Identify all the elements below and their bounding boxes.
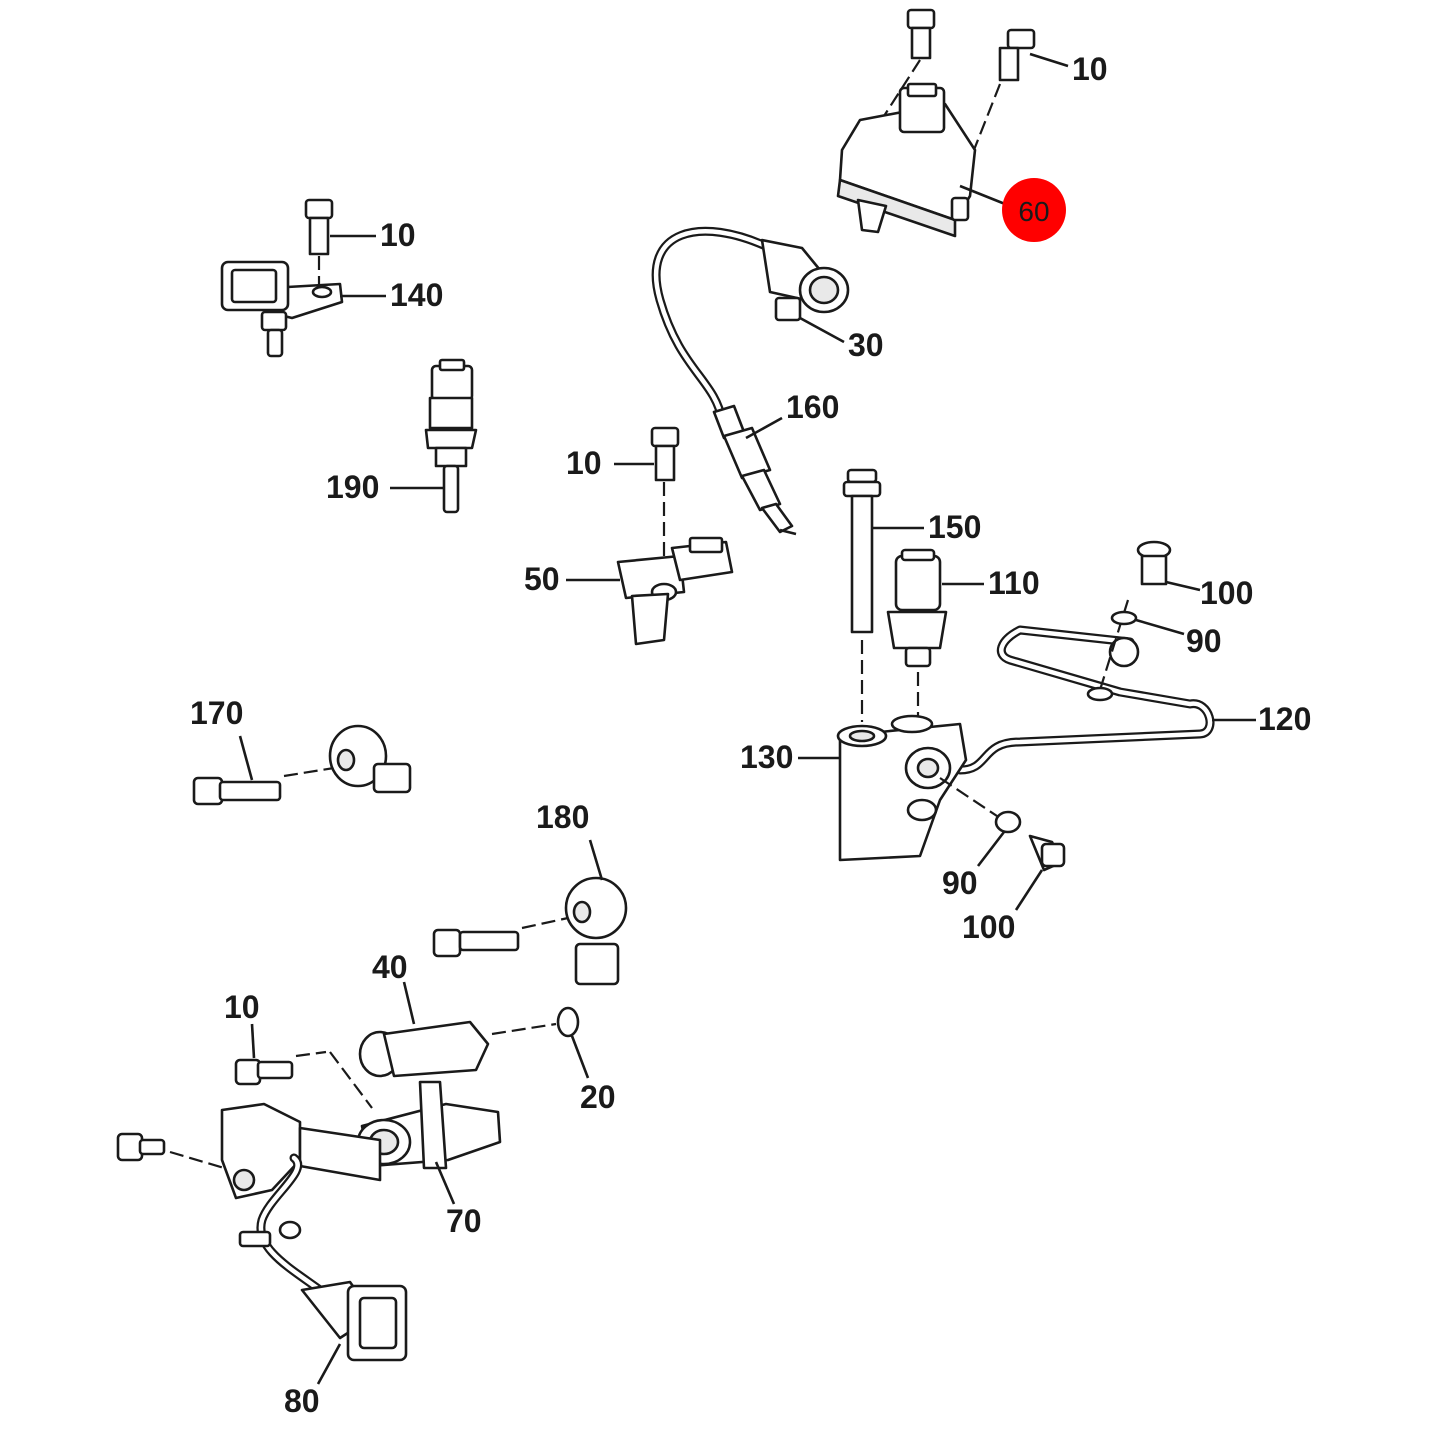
callout-150: 150 <box>928 509 981 545</box>
part-170-knock-sensor <box>192 724 412 806</box>
callout-70: 70 <box>446 1203 482 1239</box>
callout-100: 100 <box>962 909 1015 945</box>
callout-110: 110 <box>988 565 1040 601</box>
part-40-sensor <box>234 1006 580 1109</box>
part-130-block <box>836 625 1215 862</box>
callout-10: 10 <box>224 989 260 1025</box>
part-100-banjo-bolt-bottom <box>994 810 1066 872</box>
highlight-marker[interactable] <box>1002 178 1066 242</box>
callout-90: 90 <box>1186 623 1222 659</box>
part-60-sensor <box>836 8 1036 238</box>
callout-10: 10 <box>566 445 602 481</box>
callout-100: 100 <box>1200 575 1253 611</box>
part-100-banjo-bolt-top <box>1086 540 1172 702</box>
part-50-sensor <box>616 426 734 646</box>
part-110-sensor <box>886 548 948 720</box>
callout-140: 140 <box>390 277 443 313</box>
callout-30: 30 <box>848 327 884 363</box>
callout-60[interactable]: 60 <box>1018 196 1049 227</box>
part-80-sensor <box>116 1102 408 1362</box>
callout-10: 10 <box>380 217 416 253</box>
callout-160: 160 <box>786 389 839 425</box>
callout-20: 20 <box>580 1079 616 1115</box>
part-140-sensor <box>220 198 344 358</box>
part-70-sensor <box>356 1080 502 1170</box>
callout-50: 50 <box>524 561 560 597</box>
callout-80: 80 <box>284 1383 320 1419</box>
callout-40: 40 <box>372 949 408 985</box>
part-190-sensor <box>424 358 478 514</box>
callout-130: 130 <box>740 739 793 775</box>
callout-170: 170 <box>190 695 243 731</box>
callout-180: 180 <box>536 799 589 835</box>
callout-90: 90 <box>942 865 978 901</box>
callout-10: 10 <box>1072 51 1108 87</box>
part-150-bolt <box>842 468 882 722</box>
callout-120: 120 <box>1258 701 1311 737</box>
callout-190: 190 <box>326 469 379 505</box>
part-180-knock-sensor <box>432 876 628 986</box>
part-160-cable-sensor <box>651 226 850 536</box>
